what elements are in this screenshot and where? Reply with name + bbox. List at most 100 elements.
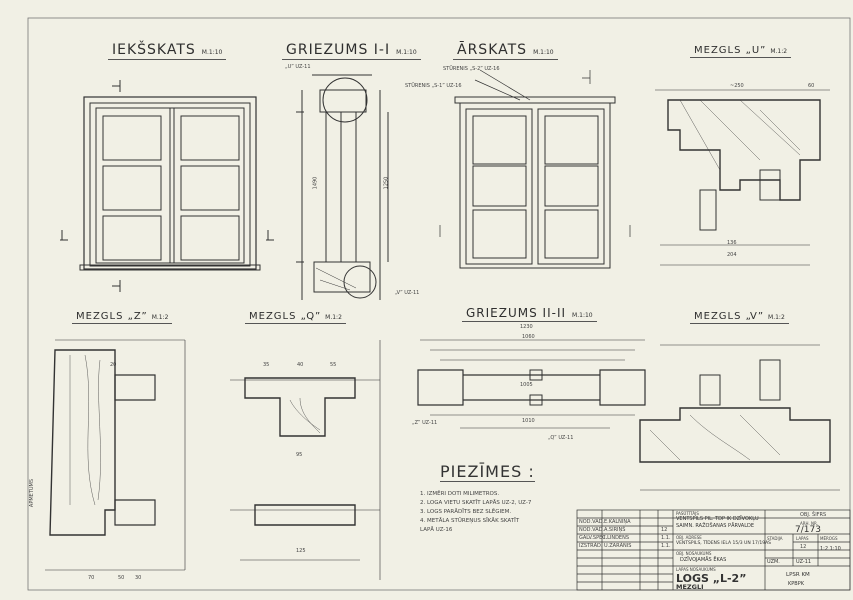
dim-label: 55 bbox=[330, 362, 337, 368]
title-text: MEZGLS „U” bbox=[694, 45, 767, 56]
dim-label: 20 bbox=[110, 362, 117, 368]
section-2-2-drawing bbox=[417, 339, 646, 429]
sheet-no-label: LAPAS bbox=[796, 536, 809, 541]
dim-label: 60 bbox=[808, 83, 815, 89]
callout-s1: STŪRENIS „S-1” UZ-16 bbox=[405, 83, 462, 89]
dim-label: 50 bbox=[118, 575, 125, 581]
role-label: NOD.VAD. bbox=[579, 527, 605, 533]
role-label: NOD.VAD. bbox=[579, 519, 605, 525]
callout-seal: APMETUMS bbox=[29, 478, 36, 508]
scale-label: MĒROGS bbox=[820, 536, 838, 541]
dim-label: 136 bbox=[727, 240, 737, 246]
scale-text: M.1:10 bbox=[572, 312, 593, 319]
callout-s2: STŪRENIS „S-2” UZ-16 bbox=[443, 66, 500, 72]
client-label: PASŪTĪTĀJS bbox=[676, 511, 699, 516]
stage: UZM. bbox=[767, 559, 780, 565]
node-z-title: MEZGLS „Z”M.1:2 bbox=[72, 311, 173, 324]
dim-label: 40 bbox=[297, 362, 304, 368]
date: 1.1. bbox=[661, 535, 671, 541]
dim-label: 1250 bbox=[383, 176, 390, 190]
section-1-title: GRIEZUMS I-I M.1:10 bbox=[282, 42, 421, 60]
dim-label: ~250 bbox=[730, 83, 744, 89]
role-label: GALV.SPEC. bbox=[579, 535, 608, 541]
project-no-label: OBJ. ŠIFRS bbox=[800, 512, 827, 518]
dim-label: 1005 bbox=[520, 382, 533, 388]
role-label: IZSTRĀD. bbox=[579, 543, 603, 549]
dim-label: 1010 bbox=[522, 418, 535, 424]
title-text: MEZGLS „Q” bbox=[249, 311, 322, 322]
dim-label: 1230 bbox=[520, 324, 533, 330]
object-label: OBJ. NOSAUKUMS bbox=[676, 551, 712, 556]
role-name: E.KALNIŅA bbox=[604, 519, 631, 525]
node-u-title: MEZGLS „U”M.1:2 bbox=[690, 45, 792, 58]
role-name: A.SIRIŅŠ bbox=[604, 527, 626, 533]
title-text: ĀRSKATS bbox=[457, 42, 528, 58]
scale-text: M.1:10 bbox=[533, 49, 554, 56]
node-v-drawing bbox=[639, 344, 840, 491]
title-text: MEZGLS „V” bbox=[694, 311, 765, 322]
archive-label: ARH. NR. bbox=[800, 521, 818, 526]
dim-label: 1060 bbox=[522, 334, 535, 340]
scale-text: M.1:2 bbox=[768, 314, 785, 321]
dim-label: 1490 bbox=[312, 176, 319, 190]
address: VENTSPILS, TĪDENS IELA 15/3 UN 17/19AS bbox=[676, 541, 772, 546]
scale: 1:2 1:10 bbox=[820, 546, 841, 552]
node-q-title: MEZGLS „Q”M.1:2 bbox=[245, 311, 346, 324]
title-text: GRIEZUMS II-II bbox=[466, 306, 567, 320]
organization: LPSR KM bbox=[786, 572, 810, 578]
dim-label: 204 bbox=[727, 252, 737, 258]
scale-text: M.1:10 bbox=[396, 49, 417, 56]
section-1-1-drawing bbox=[296, 74, 389, 300]
title-block-grid bbox=[576, 509, 851, 591]
note-item: 2. LOGA VIETU SKATĪT LAPĀS UZ-2, UZ-7 bbox=[420, 500, 532, 506]
dim-label: 35 bbox=[263, 362, 270, 368]
dim-label: 95 bbox=[296, 452, 303, 458]
outside-view-window bbox=[439, 69, 631, 269]
dim-label: 70 bbox=[88, 575, 95, 581]
archive-number: 7/173 bbox=[795, 525, 821, 535]
scale-text: M.1:2 bbox=[770, 48, 788, 55]
client: VENTSPILS PIL. TDP IK DZĪVOKĻU SAIMN. RA… bbox=[676, 516, 759, 529]
outside-view-title: ĀRSKATS M.1:10 bbox=[453, 42, 558, 60]
callout-v: „V” UZ-11 bbox=[395, 290, 420, 296]
callout-q: „Q” UZ-11 bbox=[548, 435, 574, 441]
scale-text: M.1:2 bbox=[325, 314, 342, 321]
note-item: LAPĀ UZ-16 bbox=[420, 527, 453, 533]
note-item: 1. IZMĒRI DOTI MILIMETROS. bbox=[420, 491, 500, 497]
note-item: 3. LOGS PARĀDĪTS BEZ SLĒGIEM. bbox=[420, 509, 512, 515]
organization-unit: KPBPK bbox=[788, 581, 805, 587]
sheet-label: LAPAS NOSAUKUMS bbox=[676, 567, 716, 572]
dim-label: 30 bbox=[135, 575, 142, 581]
callout-z: „Z” UZ-11 bbox=[412, 420, 438, 426]
notes-heading: PIEZĪMES : bbox=[440, 462, 535, 482]
scale-text: M.1:2 bbox=[151, 314, 169, 321]
date: 1.1. bbox=[661, 543, 671, 549]
sheet-count: 12 bbox=[800, 544, 807, 550]
object-name: DZĪVOJAMĀS ĒKAS bbox=[680, 557, 727, 563]
title-text: GRIEZUMS I-I bbox=[286, 42, 391, 58]
inside-view-window bbox=[60, 80, 274, 292]
note-item: 4. METĀLA STŪREŅUS SĪKĀK SKATĪT bbox=[420, 518, 520, 524]
section-2-title: GRIEZUMS II-II M.1:10 bbox=[462, 306, 597, 322]
node-v-title: MEZGLS „V”M.1:2 bbox=[690, 311, 789, 324]
sheet-frame bbox=[27, 17, 851, 591]
role-name: I.LINDENS bbox=[604, 535, 629, 541]
notes-list: 1. IZMĒRI DOTI MILIMETROS. 2. LOGA VIETU… bbox=[420, 490, 531, 535]
role-name: U.ZARĀNIS bbox=[604, 543, 632, 549]
node-z-drawing bbox=[45, 339, 186, 571]
dim-label: 125 bbox=[296, 548, 306, 554]
sheet-subtitle: MEZGLI bbox=[676, 583, 704, 591]
callout-u: „U” UZ-11 bbox=[285, 64, 311, 70]
date: 12 bbox=[661, 527, 668, 533]
node-q-drawing bbox=[230, 340, 381, 580]
sheet-title: LOGS „L-2” bbox=[676, 572, 747, 585]
title-text: MEZGLS „Z” bbox=[76, 311, 148, 322]
sheet-number: UZ-11 bbox=[796, 559, 812, 565]
scale-text: M.1:10 bbox=[201, 49, 223, 56]
inside-view-title: IEKŠSKATS M.1:10 bbox=[108, 42, 227, 60]
title-text: IEKŠSKATS bbox=[112, 42, 196, 58]
address-label: OBJ. ADRESE bbox=[676, 535, 702, 540]
stage-label: STADIJA bbox=[767, 536, 783, 541]
